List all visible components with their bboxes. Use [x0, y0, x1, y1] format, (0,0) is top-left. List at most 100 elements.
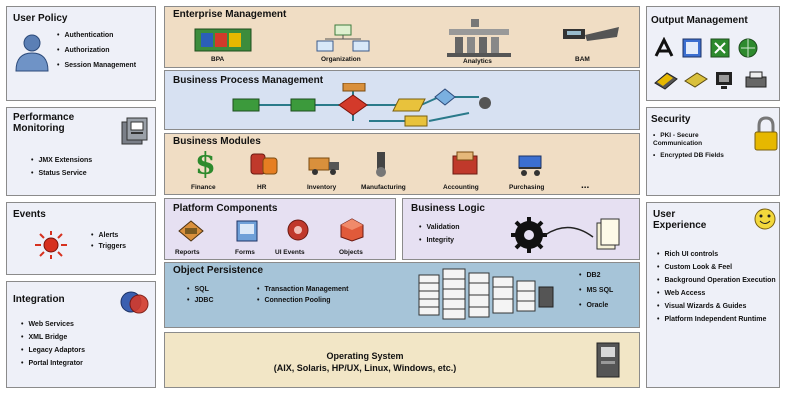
- panel-title: Integration: [13, 294, 65, 305]
- integration-icon: [119, 288, 151, 318]
- list-item: XML Bridge: [21, 333, 153, 342]
- list-item: Session Management: [57, 61, 153, 70]
- panel-title: Object Persistence: [173, 265, 264, 276]
- bpa-label: BPA: [211, 56, 225, 63]
- hr-label: HR: [257, 184, 267, 191]
- list-item: Status Service: [31, 169, 151, 178]
- reports-label: Reports: [175, 249, 200, 256]
- organization-icon: [315, 23, 371, 55]
- list-item: Authorization: [57, 46, 153, 55]
- operating-system-panel: Operating System (AIX, Solaris, HP/UX, L…: [164, 332, 640, 388]
- bam-icon: [559, 21, 623, 51]
- pdf-icon: [653, 37, 675, 59]
- reports-icon: [177, 219, 205, 243]
- list-item: Validation: [419, 223, 499, 232]
- os-subtitle: (AIX, Solaris, HP/UX, Linux, Windows, et…: [273, 363, 457, 373]
- panel-title: Security: [651, 114, 691, 125]
- list-item: Portal Integrator: [21, 359, 153, 368]
- list-item: Alerts: [91, 231, 151, 240]
- list-item: JMX Extensions: [31, 156, 151, 165]
- panel-title: Business Modules: [173, 136, 261, 147]
- list-item: DB2: [579, 271, 637, 280]
- logic-gear-icon: [509, 215, 629, 255]
- more-label: ...: [581, 180, 590, 191]
- user-policy-list: Authentication Authorization Session Man…: [57, 31, 153, 70]
- inventory-label: Inventory: [307, 184, 337, 191]
- organization-label: Organization: [321, 56, 361, 63]
- ui-events-label: UI Events: [275, 249, 305, 256]
- purchasing-label: Purchasing: [509, 184, 545, 191]
- panel-title: Enterprise Management: [173, 9, 287, 20]
- performance-monitoring-list: JMX Extensions Status Service: [31, 156, 151, 178]
- forms-label: Forms: [235, 249, 255, 256]
- computer-icon: [593, 341, 623, 381]
- list-item: Web Access: [657, 290, 779, 298]
- monitor-icon: [713, 69, 737, 91]
- database-vendors-list: DB2 MS SQL Oracle: [579, 271, 637, 310]
- user-policy-panel: User Policy Authentication Authorization…: [6, 6, 156, 101]
- server-icon: [119, 116, 153, 148]
- object-persistence-panel: Object Persistence SQL JDBC Transaction …: [164, 262, 640, 328]
- lock-icon: [753, 116, 779, 152]
- list-item: Authentication: [57, 31, 153, 40]
- finance-icon: $: [193, 148, 217, 178]
- list-item: Background Operation Execution: [657, 277, 779, 285]
- bpa-icon: [193, 23, 255, 57]
- integration-list: Web Services XML Bridge Legacy Adaptors …: [21, 320, 153, 368]
- business-logic-panel: Business Logic Validation Integrity: [402, 198, 640, 260]
- events-panel: Events Alerts Triggers: [6, 202, 156, 275]
- list-item: SQL: [187, 285, 247, 294]
- list-item: PKI - Secure Communication: [653, 132, 749, 148]
- security-list: PKI - Secure Communication Encrypted DB …: [653, 132, 749, 160]
- document-icon: [681, 37, 703, 59]
- integration-panel: Integration Web Services XML Bridge Lega…: [6, 281, 156, 388]
- finance-label: Finance: [191, 184, 216, 191]
- events-list: Alerts Triggers: [91, 231, 151, 251]
- list-item: MS SQL: [579, 286, 637, 295]
- smiley-icon: [753, 207, 777, 231]
- os-title: Operating System: [326, 351, 404, 361]
- list-item: JDBC: [187, 296, 247, 305]
- user-experience-panel: User Experience Rich UI controls Custom …: [646, 202, 780, 388]
- business-process-management-panel: Business Process Management: [164, 70, 640, 130]
- persistence-services-list: Transaction Management Connection Poolin…: [257, 285, 417, 305]
- persistence-api-list: SQL JDBC: [187, 285, 247, 305]
- inventory-icon: [307, 152, 343, 176]
- objects-icon: [339, 217, 365, 243]
- list-item: Platform Independent Runtime: [657, 316, 779, 324]
- purchasing-icon: [515, 152, 545, 178]
- analytics-icon: [445, 17, 515, 59]
- output-management-panel: Output Management: [646, 6, 780, 101]
- panel-title: Output Management: [651, 15, 748, 26]
- list-item: Triggers: [91, 242, 151, 251]
- alert-icon: [31, 229, 71, 261]
- analytics-label: Analytics: [463, 58, 492, 65]
- list-item: Visual Wizards & Guides: [657, 303, 779, 311]
- performance-monitoring-panel: Performance Monitoring JMX Extensions St…: [6, 107, 156, 196]
- manufacturing-label: Manufacturing: [361, 184, 406, 191]
- accounting-label: Accounting: [443, 184, 479, 191]
- list-item: Transaction Management: [257, 285, 417, 294]
- panel-title: Business Process Management: [173, 75, 324, 86]
- list-item: Rich UI controls: [657, 251, 779, 259]
- panel-title: Business Logic: [411, 203, 485, 214]
- list-item: Oracle: [579, 301, 637, 310]
- business-modules-panel: Business Modules $ Finan: [164, 133, 640, 195]
- database-tables-icon: [417, 267, 557, 323]
- panel-title: User Experience: [653, 209, 707, 231]
- forms-icon: [235, 219, 259, 243]
- list-item: Integrity: [419, 236, 499, 245]
- user-experience-list: Rich UI controls Custom Look & Feel Back…: [657, 251, 779, 324]
- panel-title: Platform Components: [173, 203, 278, 214]
- list-item: Web Services: [21, 320, 153, 329]
- user-icon: [13, 33, 51, 73]
- fax-icon: [683, 69, 709, 91]
- security-panel: Security PKI - Secure Communication Encr…: [646, 107, 780, 196]
- list-item: Connection Pooling: [257, 296, 417, 305]
- list-item: Legacy Adaptors: [21, 346, 153, 355]
- printer-icon: [743, 69, 769, 91]
- svg-text:$: $: [195, 148, 216, 178]
- globe-icon: [737, 37, 759, 59]
- hr-icon: [249, 150, 279, 178]
- panel-title: Performance Monitoring: [13, 112, 75, 134]
